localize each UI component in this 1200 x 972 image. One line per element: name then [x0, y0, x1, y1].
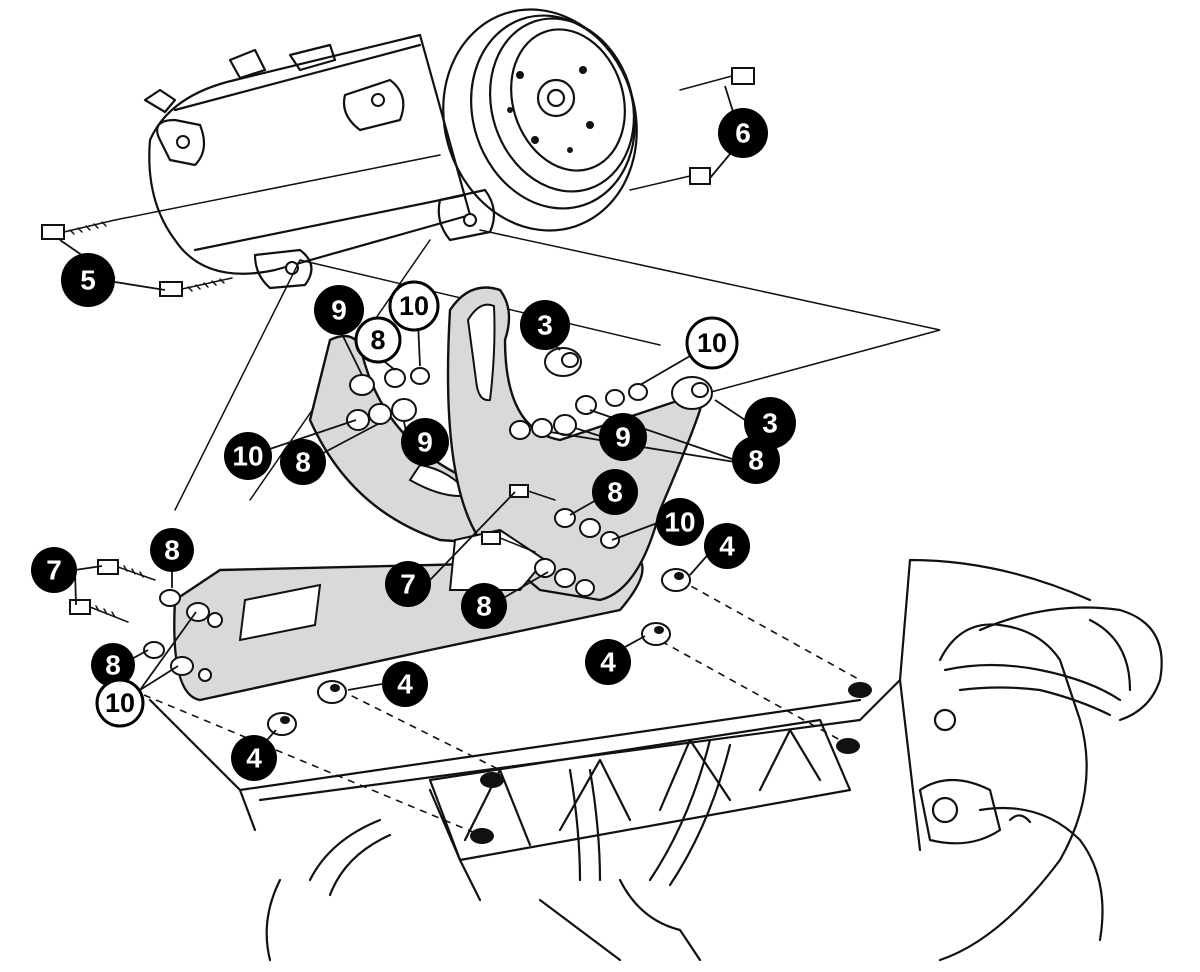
callout-4-label: 4: [719, 531, 735, 562]
hardware-stack-lower: [534, 508, 620, 597]
bolt-5-upper: [41, 219, 116, 240]
callout-6-label: 6: [735, 118, 751, 149]
callout-6: 6: [718, 108, 768, 158]
mounting-base-plate: [173, 558, 644, 702]
callout-8-lower-mid: 8: [461, 583, 507, 629]
callout-8-label: 8: [748, 445, 764, 476]
callout-5-label: 5: [80, 265, 96, 296]
callout-5: 5: [61, 253, 115, 307]
callout-4-front: 4: [382, 661, 428, 707]
spacer-3-upper: [544, 347, 582, 377]
callout-8-label: 8: [105, 650, 121, 681]
callout-9-label: 9: [417, 427, 433, 458]
right-tall-bracket: [446, 286, 702, 602]
callout-3-label: 3: [537, 310, 553, 341]
callout-10-label: 10: [232, 441, 263, 472]
callout-10-upper-left: 10: [388, 280, 440, 332]
callout-7-label: 7: [46, 555, 62, 586]
ac-compressor: [143, 8, 638, 290]
callout-10-left: 10: [224, 432, 272, 480]
callout-7-mid: 7: [385, 561, 431, 607]
bolt-7-center: [481, 484, 556, 553]
callout-4-label: 4: [600, 647, 616, 678]
callout-10-upper-right: 10: [685, 316, 739, 370]
callout-8-label: 8: [370, 325, 385, 355]
spacer-4-front: [317, 680, 347, 704]
hardware-stack-left: [346, 367, 430, 431]
callout-8-label: 8: [476, 591, 492, 622]
spacer-4-front-left: [267, 712, 297, 736]
callout-3-label: 3: [762, 408, 778, 439]
callout-9-right: 9: [599, 413, 647, 461]
callout-10-mid: 10: [656, 498, 704, 546]
callout-8-far-left: 8: [91, 643, 135, 687]
bolt-6-upper: [679, 67, 755, 91]
callout-8-upper-left: 8: [354, 316, 402, 364]
callout-10-far-left: 10: [95, 678, 145, 728]
spacer-4-rear-left: [641, 622, 671, 646]
callout-9-upper-left: 9: [314, 285, 364, 335]
callout-8-lower-left: 8: [150, 528, 194, 572]
hardware-stack-right: [509, 383, 648, 440]
callout-3-right: 3: [744, 397, 796, 449]
callout-4-label: 4: [246, 743, 262, 774]
callout-8-label: 8: [164, 535, 180, 566]
spacer-4-rear: [661, 568, 691, 592]
spacer-3-right: [671, 376, 713, 410]
callout-8-label: 8: [295, 447, 311, 478]
callout-9-label: 9: [331, 295, 347, 326]
callout-9-label: 9: [615, 422, 631, 453]
callout-10-label: 10: [697, 328, 727, 358]
callout-7-label: 7: [400, 569, 416, 600]
callout-3-upper: 3: [520, 300, 570, 350]
washers-left: [143, 589, 210, 676]
callout-10-label: 10: [399, 291, 429, 321]
callout-8-label: 8: [607, 477, 623, 508]
callout-4-rear-left: 4: [585, 639, 631, 685]
engine-block: [148, 558, 1163, 962]
bolt-7-left: [69, 559, 156, 623]
bolt-5-lower: [159, 277, 233, 297]
callout-8-right: 8: [732, 436, 780, 484]
callout-8-left: 8: [280, 439, 326, 485]
callout-4-front-left: 4: [231, 735, 277, 781]
bolt-6-lower: [629, 167, 711, 191]
callout-9-left: 9: [401, 418, 449, 466]
callout-4-rear: 4: [704, 523, 750, 569]
callout-4-label: 4: [397, 669, 413, 700]
callout-8-mid: 8: [592, 469, 638, 515]
callout-10-label: 10: [664, 507, 695, 538]
callout-7-left: 7: [31, 547, 77, 593]
callout-10-label: 10: [105, 688, 135, 718]
